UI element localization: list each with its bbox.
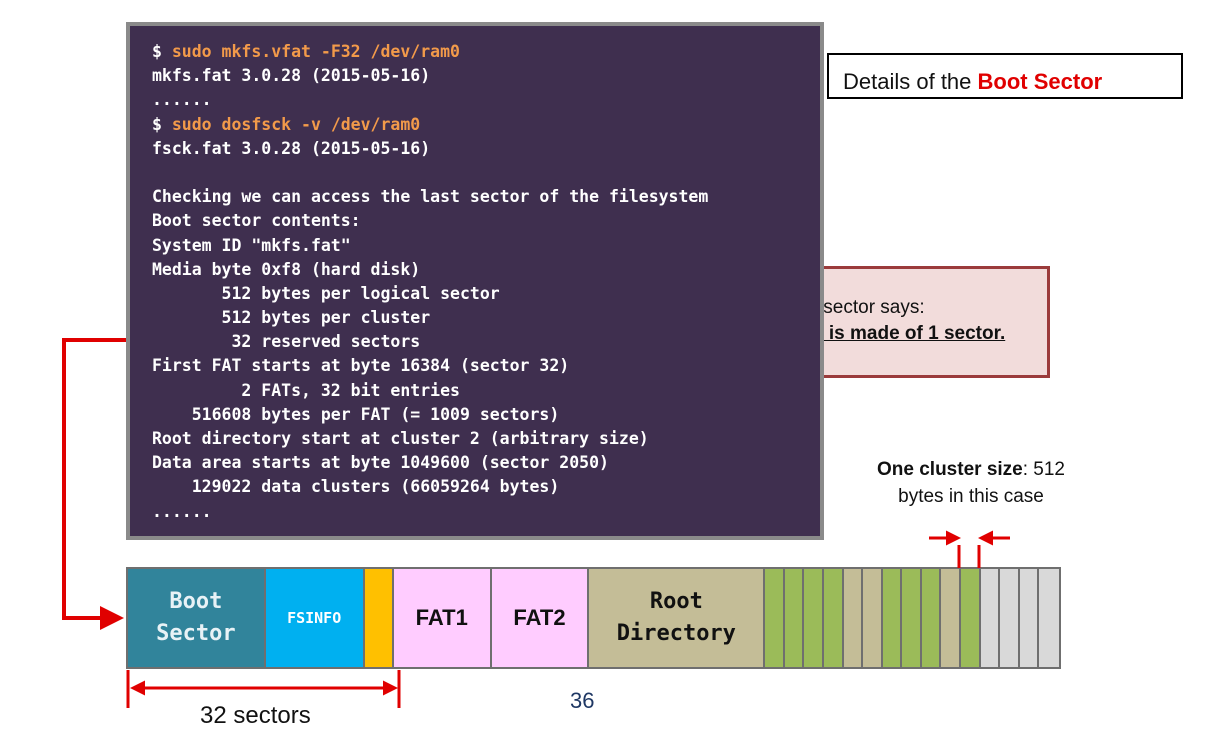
terminal-output-text: 516608 bytes per FAT (= 1009 sectors): [152, 404, 560, 424]
terminal-prompt: $: [152, 114, 172, 134]
terminal-line: 2 FATs, 32 bit entries: [152, 379, 708, 403]
terminal-output-text: fsck.fat 3.0.28 (2015-05-16): [152, 138, 431, 158]
page-number: 36: [570, 688, 595, 713]
terminal-line: 512 bytes per cluster: [152, 306, 708, 330]
terminal-line: mkfs.fat 3.0.28 (2015-05-16): [152, 64, 708, 88]
terminal-line: 512 bytes per logical sector: [152, 282, 708, 306]
terminal-output-text: mkfs.fat 3.0.28 (2015-05-16): [152, 66, 431, 86]
terminal-output-text: Root directory start at cluster 2 (arbit…: [152, 429, 649, 448]
title-prefix: Details of the: [843, 69, 978, 94]
cluster-note-line2: bytes in this case: [898, 486, 1044, 507]
data-cluster-block: [882, 569, 903, 667]
data-cluster-block: [784, 569, 805, 667]
root-label-2: Directory: [616, 621, 736, 646]
data-cluster-block: [961, 569, 981, 667]
terminal-line: Boot sector contents:: [152, 209, 708, 233]
terminal-line: ......: [152, 88, 708, 112]
fsinfo-block: FSINFO: [265, 569, 365, 667]
terminal-line: Data area starts at byte 1049600 (sector…: [152, 451, 708, 475]
terminal-output-text: Media byte 0xf8 (hard disk): [152, 259, 421, 279]
cluster-note-bold: One cluster size: [877, 459, 1023, 480]
slide-title: Details of the Boot Sector: [827, 53, 1183, 99]
terminal-prompt: $: [152, 42, 172, 61]
terminal-line: ......: [152, 500, 708, 524]
terminal-command: sudo dosfsck -v /dev/ram0: [171, 114, 421, 134]
terminal-command: sudo mkfs.vfat -F32 /dev/ram0: [171, 42, 460, 61]
terminal-output-text: Checking we can access the last sector o…: [152, 187, 709, 207]
title-highlight: Boot Sector: [977, 69, 1103, 94]
data-cluster-block: [1000, 569, 1020, 667]
terminal-output-text: 512 bytes per logical sector: [152, 283, 500, 303]
terminal-line: First FAT starts at byte 16384 (sector 3…: [152, 354, 708, 378]
boot-label-1: Boot: [169, 589, 223, 614]
data-cluster-block: [921, 569, 942, 667]
fat1-block: FAT1: [393, 569, 492, 667]
reserved-gap-block: [364, 569, 394, 667]
boot-label-2: Sector: [156, 621, 236, 646]
fat2-block: FAT2: [491, 569, 590, 667]
terminal-line: [152, 161, 708, 185]
cluster-note-rest: : 512: [1022, 459, 1065, 480]
data-cluster-block: [980, 569, 1001, 667]
terminal-output-text: 2 FATs, 32 bit entries: [152, 380, 460, 400]
data-cluster-block: [765, 569, 785, 667]
terminal-output-text: First FAT starts at byte 16384 (sector 3…: [152, 356, 570, 376]
data-cluster-block: [843, 569, 864, 667]
terminal-output-text: Data area starts at byte 1049600 (sector…: [152, 453, 609, 473]
terminal-line: Root directory start at cluster 2 (arbit…: [152, 427, 708, 451]
terminal-line: 129022 data clusters (66059264 bytes): [152, 475, 708, 499]
terminal-line: System ID "mkfs.fat": [152, 234, 708, 258]
terminal-line: 516608 bytes per FAT (= 1009 sectors): [152, 403, 708, 427]
terminal-output-text: 129022 data clusters (66059264 bytes): [152, 477, 560, 497]
terminal-output-text: ......: [152, 90, 212, 110]
root-label-1: Root: [649, 589, 703, 614]
terminal-line: 32 reserved sectors: [152, 330, 708, 354]
terminal-line: $ sudo dosfsck -v /dev/ram0: [152, 113, 708, 137]
terminal-line: $ sudo mkfs.vfat -F32 /dev/ram0: [152, 40, 708, 64]
sectors-span-label: 32 sectors: [200, 702, 311, 729]
terminal-output-text: System ID "mkfs.fat": [152, 235, 351, 255]
data-cluster-block: [824, 569, 844, 667]
data-cluster-block: [804, 569, 825, 667]
data-cluster-block: [941, 569, 962, 667]
data-cluster-block: [902, 569, 922, 667]
cluster-size-note: One cluster size: 512 bytes in this case: [858, 456, 1084, 510]
terminal-output-text: 32 reserved sectors: [152, 332, 421, 352]
terminal-output-text: 512 bytes per cluster: [152, 308, 431, 328]
data-cluster-block: [1039, 569, 1059, 667]
terminal-line: fsck.fat 3.0.28 (2015-05-16): [152, 137, 708, 161]
data-cluster-block: [863, 569, 883, 667]
terminal-output-text: ......: [152, 501, 212, 521]
data-cluster-block: [1019, 569, 1040, 667]
terminal-output-text: Boot sector contents:: [152, 211, 361, 231]
terminal-line: Media byte 0xf8 (hard disk): [152, 258, 708, 282]
terminal-line: Checking we can access the last sector o…: [152, 185, 708, 209]
